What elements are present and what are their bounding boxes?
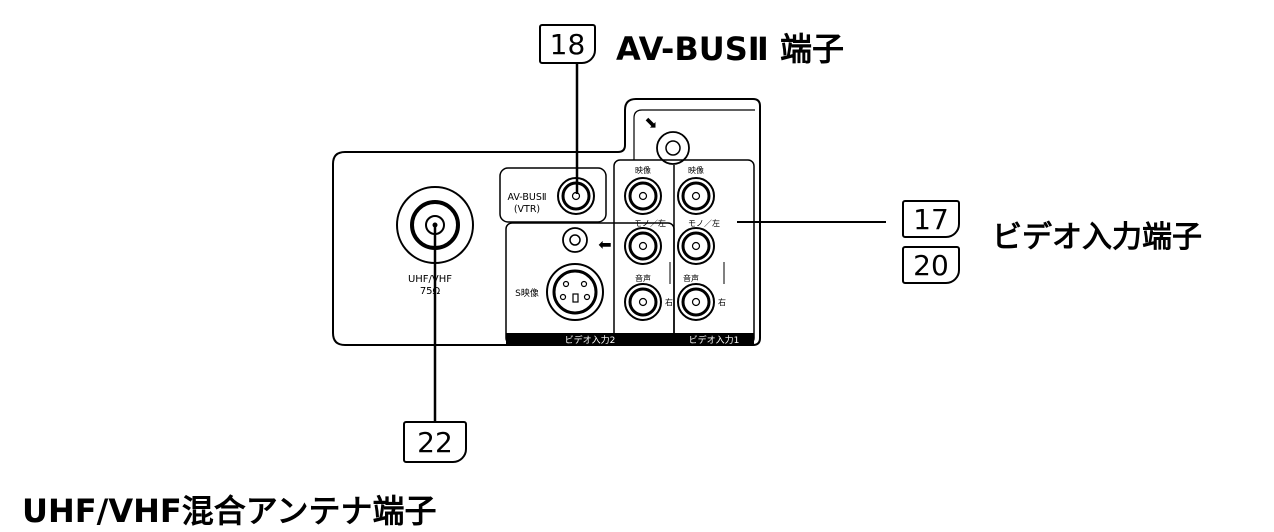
page-ref-badge-video-input-b: 20 — [902, 246, 960, 284]
rca-left-1 — [677, 227, 715, 265]
rca-video-2 — [624, 177, 662, 215]
label-audio-1: 音声 — [683, 273, 699, 283]
callout-title-video-input: ビデオ入力端子 — [992, 220, 1202, 255]
rca-left-2 — [624, 227, 662, 265]
page-ref-badge-antenna: 22 — [403, 421, 467, 463]
rca-right-2 — [624, 283, 662, 321]
page-ref-badge-video-input-a: 17 — [902, 200, 960, 238]
label-video-1: 映像 — [688, 165, 704, 175]
rca-right-1 — [677, 283, 715, 321]
antenna-label-band: UHF/VHF — [408, 274, 452, 285]
avbus-box — [499, 167, 607, 223]
group-labels-bar — [506, 333, 754, 345]
label-right-1: 右 — [718, 297, 726, 307]
panel-inner-notch — [633, 109, 755, 160]
group-label-video-input-2: ビデオ入力2 — [565, 334, 616, 346]
top-aux-hole — [665, 140, 681, 156]
label-mono-left-2: モノ／左 — [634, 218, 666, 228]
avbus-label: AV-BUSⅡ — [507, 192, 546, 203]
panel-outline — [332, 98, 761, 346]
label-right-2: 右 — [665, 297, 673, 307]
arrow-left-icon: ⬅ — [598, 235, 611, 254]
s-video-connector — [546, 227, 604, 321]
callout-title-antenna: UHF/VHF混合アンテナ端子 — [22, 492, 437, 530]
page-ref-badge-avbus: 18 — [539, 24, 596, 64]
label-s-video: S映像 — [515, 287, 539, 299]
label-audio-2: 音声 — [635, 273, 651, 283]
rca-video-1 — [677, 177, 715, 215]
group-label-video-input-1: ビデオ入力1 — [689, 334, 740, 346]
video-input-2-box — [505, 222, 675, 345]
callout-title-avbus: AV-BUSⅡ 端子 — [616, 30, 844, 68]
label-mono-left-1: モノ／左 — [688, 218, 720, 228]
label-video-2: 映像 — [635, 165, 651, 175]
antenna-label-impedance: 75Ω — [420, 286, 441, 297]
top-aux-ring — [656, 131, 690, 165]
arrow-icon: ⬊ — [644, 113, 657, 132]
avbus-label-vtr: (VTR) — [514, 204, 540, 215]
